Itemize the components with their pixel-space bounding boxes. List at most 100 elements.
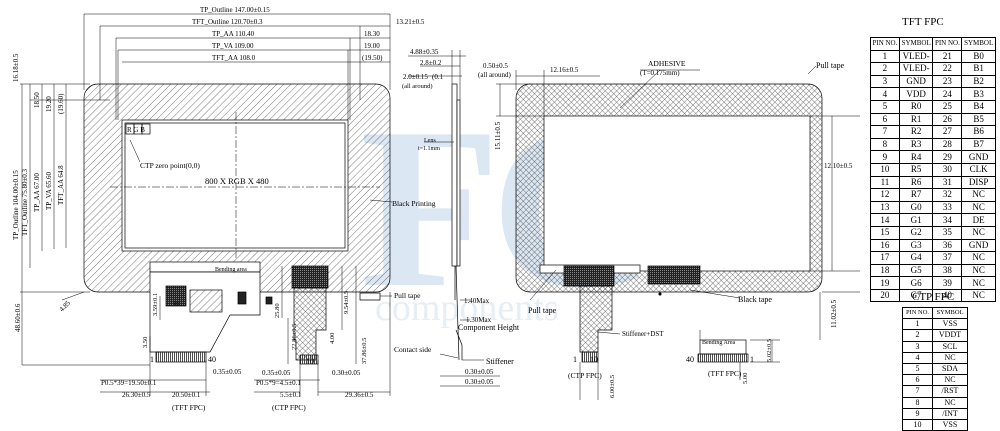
front-view <box>20 13 393 396</box>
dim-3-50: 3.50 <box>142 337 149 348</box>
pin-symbol-cell: VDD <box>898 87 934 101</box>
dim-19-00: 19.00 <box>364 42 380 50</box>
dim-0-30-side-a: 0.30±0.05 <box>465 368 494 376</box>
back-ctp-fpc-caption: (CTP FPC) <box>568 371 602 380</box>
pin-symbol-cell: DE <box>961 213 996 227</box>
pin-symbol-cell: R6 <box>898 175 934 190</box>
pin-symbol-cell: NC <box>961 225 996 240</box>
dim-12-16: 12.16±0.5 <box>550 66 579 74</box>
header-symbol: SYMBOL <box>898 37 934 51</box>
pin-symbol-cell: B2 <box>961 74 996 89</box>
pull-tape-top-label: Pull tape <box>816 61 845 70</box>
pin-symbol-cell: R1 <box>898 112 934 127</box>
watermark-subtitle: components <box>375 287 559 329</box>
pin-symbol-cell: VLED- <box>898 62 934 76</box>
dim-6-00: 6.00±0.5 <box>609 375 616 398</box>
dim-0-35-a: 0.35±0.05 <box>213 368 242 376</box>
bending-area-back: Bending Area <box>702 340 735 346</box>
pin-symbol-cell: NC <box>961 188 996 202</box>
dim-2-0: 2.0±0.15 <box>403 73 428 81</box>
pin-number-cell: 10 <box>901 418 934 431</box>
tft-pin-40: 40 <box>208 355 216 364</box>
pin-symbol-cell: R0 <box>898 99 934 114</box>
dim-4-00: 4.00 <box>329 333 336 344</box>
back-ctp-pin-1: 1 <box>573 355 577 364</box>
adhesive-thickness: (T=0.175mm) <box>640 69 680 77</box>
pin-number-cell: 28 <box>932 137 963 152</box>
pin-number-cell: 9 <box>870 150 900 164</box>
pin-symbol-cell: VDDT <box>932 329 968 342</box>
pin-symbol-cell: NC <box>932 351 968 364</box>
lens-thickness: t=1.1mm <box>418 146 440 152</box>
side-all-around: (all around) <box>402 83 433 90</box>
contact-side: Contact side <box>394 345 432 354</box>
dim-16-18: 16.18±0.5 <box>12 53 20 82</box>
dim-5-5: 5.5±0.1 <box>280 391 302 399</box>
pin-number-cell: 20 <box>870 288 900 303</box>
pin-number-cell: 9 <box>901 407 934 420</box>
pin-number-cell: 26 <box>932 112 963 127</box>
pin-symbol-cell: NC <box>961 200 996 215</box>
pin-symbol-cell: GND <box>898 74 934 89</box>
component-height: Component Height <box>458 323 520 332</box>
pin-symbol-cell: G6 <box>898 276 934 290</box>
pin-number-cell: 6 <box>901 374 934 387</box>
dim-26-30: 26.30±0.5 <box>122 391 151 399</box>
pin-number-cell: 1 <box>901 318 934 331</box>
dim-9-54: 9.54±0.5 <box>343 291 350 314</box>
header-pin-no: PIN NO. <box>870 37 900 51</box>
dim-tft-outline-width: TFT_Outline 120.70±0.3 <box>192 18 263 26</box>
pin-symbol-cell: VLED- <box>898 49 934 64</box>
pin-symbol-cell: R7 <box>898 188 934 202</box>
table-row: 7/RST <box>901 385 968 398</box>
pin-number-cell: 17 <box>870 251 900 265</box>
pin-symbol-cell: R3 <box>898 137 934 152</box>
dim-tp-va-height: TP_VA 65.60 <box>45 172 53 210</box>
dim-0-30-front: 0.30±0.05 <box>332 369 361 377</box>
pin-symbol-cell: R4 <box>898 150 934 164</box>
pin-number-cell: 8 <box>901 396 934 409</box>
pin-symbol-cell: G3 <box>898 238 934 253</box>
pin-number-cell: 19 <box>870 276 900 290</box>
pin-number-cell: 38 <box>932 263 963 278</box>
dim-0-30-side-b: 0.30±0.05 <box>465 378 494 386</box>
pin-number-cell: 2 <box>901 329 934 342</box>
dim-19-50: (19.50) <box>362 54 383 62</box>
side-view <box>408 50 500 387</box>
black-tape-label: Black tape <box>738 295 772 304</box>
pin-number-cell: 12 <box>870 188 900 202</box>
pin-number-cell: 13 <box>870 200 900 215</box>
dim-0-1: (0.1 <box>432 73 444 81</box>
pin-symbol-cell: SCL <box>932 340 968 353</box>
header-symbol: SYMBOL <box>932 306 968 320</box>
dim-22-86: 22.86±0.5 <box>291 324 298 350</box>
pitch-ctp: P0.5*9=4.5±0.1 <box>256 379 301 387</box>
dim-tp-aa-height: TP_AA 67.00 <box>33 173 41 212</box>
pin-number-cell: 29 <box>932 150 963 164</box>
dim-5-02: 5.02±0.5 <box>766 339 773 362</box>
tft-fpc-title: TFT FPC <box>902 16 944 28</box>
pin-number-cell: 7 <box>901 385 934 398</box>
dim-tft-outline-height: TFT_Outline 75.80±0.3 <box>21 168 29 236</box>
pin-symbol-cell: DISP <box>961 175 996 190</box>
pin-number-cell: 11 <box>870 175 900 190</box>
tft-module <box>543 115 811 272</box>
pin-symbol-cell: B4 <box>961 99 996 114</box>
